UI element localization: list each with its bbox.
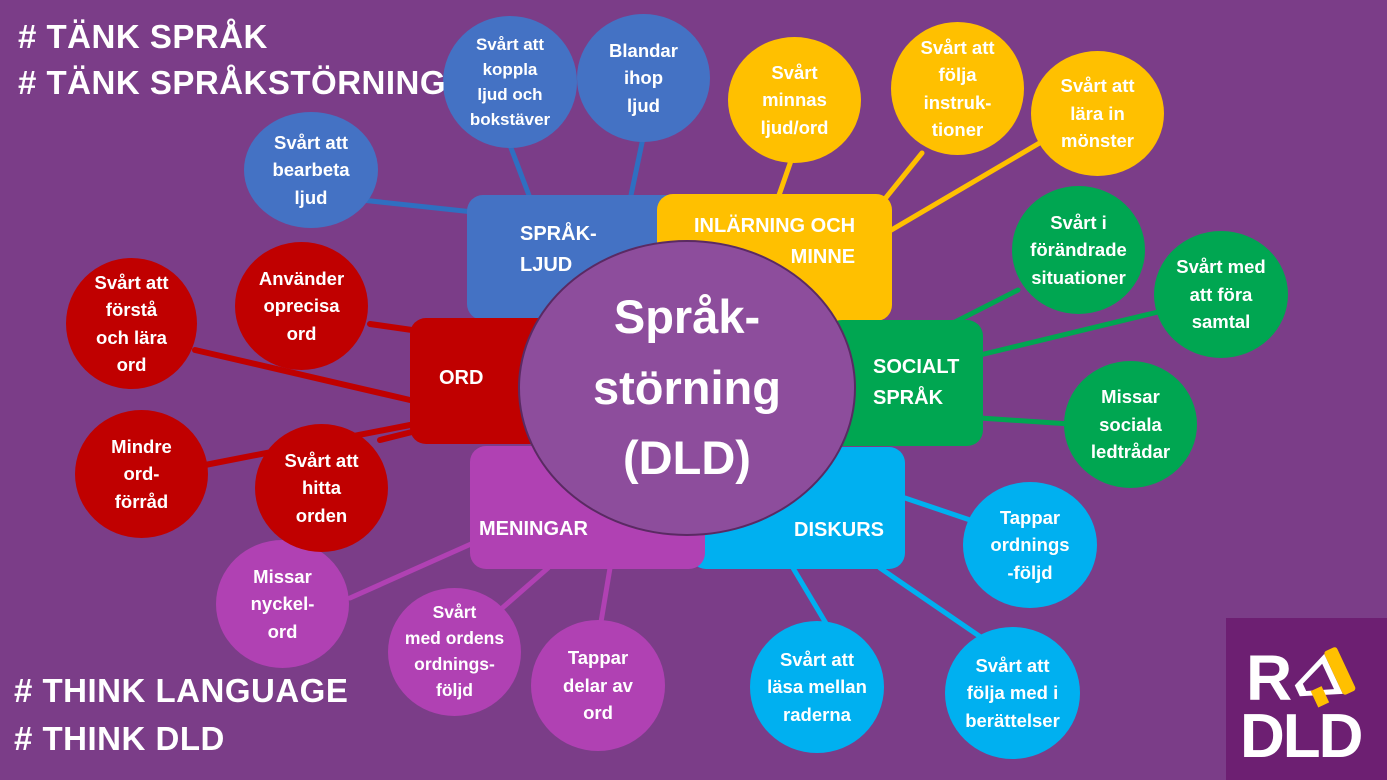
bubble-oprecisa: Använder oprecisa ord — [235, 242, 368, 370]
connector-situationer — [952, 287, 1021, 325]
connector-ledtradar — [977, 415, 1073, 427]
bubble-instruktioner: Svårt att följa instruk- tioner — [891, 22, 1024, 155]
megaphone-icon — [1294, 647, 1356, 708]
category-sprakljud-label: SPRÅK- LJUD — [520, 223, 597, 276]
hashtag-tank-sprak: # TÄNK SPRÅK — [18, 18, 268, 55]
bubble-forsta-ord: Svårt att förstå och lära ord — [66, 258, 197, 389]
connector-samtal — [977, 309, 1161, 358]
connector-blandar-ljud — [627, 135, 646, 203]
hashtag-think-language: # THINK LANGUAGE — [14, 672, 349, 709]
bubble-ordens-ordning: Svårt med ordens ordnings- följd — [388, 588, 521, 716]
connector-delar-av-ord — [597, 565, 613, 631]
bubble-ledtradar: Missar sociala ledtrådar — [1064, 361, 1197, 488]
category-socialt-sprak-label: SOCIALT SPRÅK — [873, 356, 960, 409]
connector-ordningsfoljd — [902, 495, 973, 523]
connector-instruktioner — [877, 150, 925, 208]
bubble-minnas: Svårt minnas ljud/ord — [728, 37, 861, 163]
bubble-situationer: Svårt i förändrade situationer — [1012, 186, 1145, 314]
category-meningar-label: MENINGAR — [479, 518, 588, 540]
category-ord-label: ORD — [439, 367, 484, 389]
bubble-delar-av-ord: Tappar delar av ord — [531, 620, 665, 751]
bubble-ordforrad: Mindre ord- förråd — [75, 410, 208, 538]
connector-monster — [885, 135, 1051, 235]
bubble-hitta-orden: Svårt att hitta orden — [255, 424, 388, 552]
connector-berattelser — [877, 565, 988, 643]
raddld-logo: R DLD — [1226, 618, 1387, 780]
connector-forsta-ord — [192, 347, 413, 403]
bubble-bearbeta-ljud: Svårt att bearbeta ljud — [244, 112, 378, 228]
connector-oprecisa — [367, 321, 415, 333]
connector-ordens-ordning — [497, 565, 551, 613]
bubble-blandar-ljud: Blandar ihop ljud — [577, 14, 710, 142]
bubble-mellan-raderna: Svårt att läsa mellan raderna — [750, 621, 884, 753]
connector-koppla-ljud — [505, 137, 533, 201]
bubble-koppla-ljud: Svårt att koppla ljud och bokstäver — [443, 16, 577, 148]
connector-mellan-raderna — [790, 565, 830, 628]
logo-letter-r: R — [1246, 642, 1293, 714]
center-concept: Språk- störning (DLD) — [518, 240, 856, 536]
connector-nyckelord — [347, 537, 483, 601]
category-diskurs-label: DISKURS — [794, 519, 885, 541]
hashtag-tank-sprakstorning: # TÄNK SPRÅKSTÖRNING — [18, 64, 447, 101]
bubble-samtal: Svårt med att föra samtal — [1154, 231, 1288, 358]
bubble-nyckelord: Missar nyckel- ord — [216, 540, 349, 668]
bubble-berattelser: Svårt att följa med i berättelser — [945, 627, 1080, 759]
bubble-monster: Svårt att lära in mönster — [1031, 51, 1164, 176]
logo-text-dld: DLD — [1240, 702, 1363, 771]
category-inlarning-label: INLÄRNING OCH MINNE — [694, 215, 856, 268]
bubble-ordningsfoljd: Tappar ordnings -följd — [963, 482, 1097, 608]
connector-hitta-orden — [377, 429, 415, 443]
hashtag-think-dld: # THINK DLD — [14, 720, 225, 757]
